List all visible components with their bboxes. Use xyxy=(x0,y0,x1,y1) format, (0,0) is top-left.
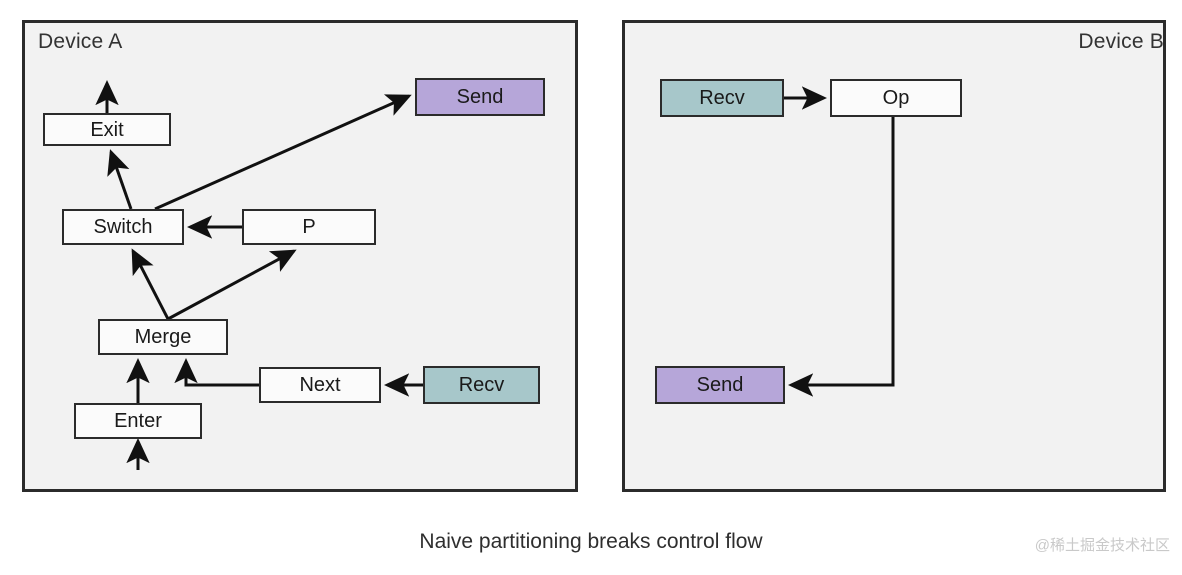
watermark-text: @稀土掘金技术社区 xyxy=(1034,537,1170,554)
node-recv-b-label: Recv xyxy=(699,87,745,109)
node-op-label: Op xyxy=(882,87,910,109)
node-switch-label: Switch xyxy=(93,216,153,238)
node-recv-a[interactable]: Recv xyxy=(423,366,540,404)
device-b-title: Device B xyxy=(1078,30,1164,53)
figure-caption: Naive partitioning breaks control flow xyxy=(419,530,763,553)
node-send-b-label: Send xyxy=(696,374,744,396)
node-enter[interactable]: Enter xyxy=(74,403,202,439)
node-exit-label: Exit xyxy=(90,118,124,141)
node-op[interactable]: Op xyxy=(830,79,962,117)
node-recv-b[interactable]: Recv xyxy=(660,79,784,117)
node-enter-label: Enter xyxy=(114,410,162,432)
device-a-title: Device A xyxy=(38,30,123,53)
node-send-b[interactable]: Send xyxy=(655,366,785,404)
node-p-label: P xyxy=(302,216,316,238)
node-merge[interactable]: Merge xyxy=(98,319,228,355)
node-recv-a-label: Recv xyxy=(458,374,505,396)
node-send-a-label: Send xyxy=(456,86,504,108)
node-exit[interactable]: Exit xyxy=(43,113,171,146)
node-p[interactable]: P xyxy=(242,209,376,245)
node-switch[interactable]: Switch xyxy=(62,209,184,245)
node-next[interactable]: Next xyxy=(259,367,381,403)
node-merge-label: Merge xyxy=(134,326,192,348)
node-next-label: Next xyxy=(299,374,341,396)
node-send-a[interactable]: Send xyxy=(415,78,545,116)
